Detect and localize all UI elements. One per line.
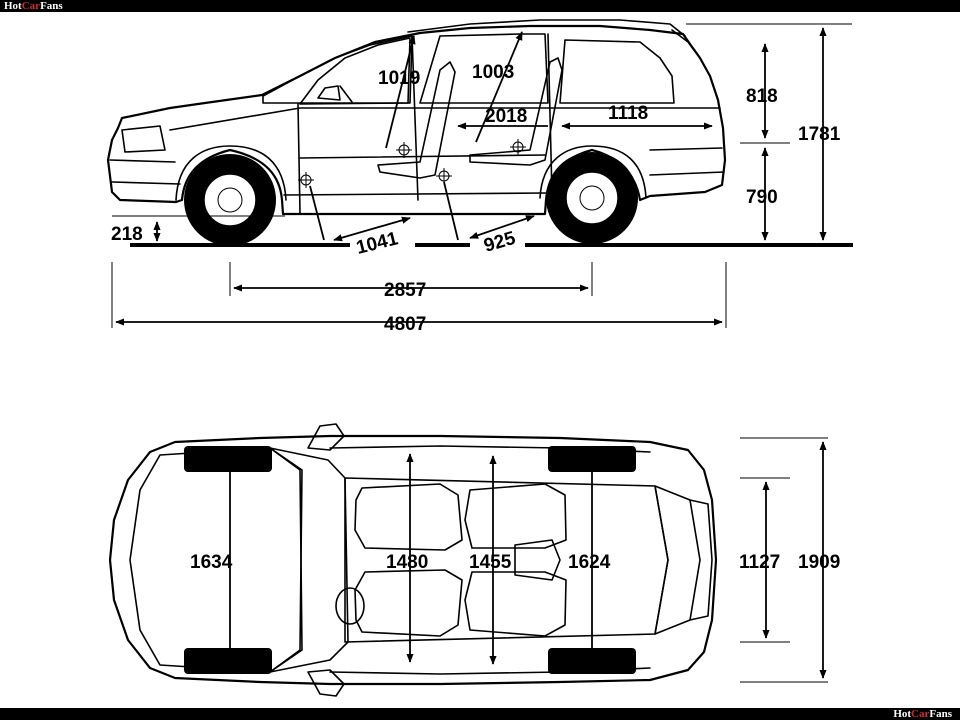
top-dimension-lines xyxy=(226,437,828,683)
legroom-front-arrow xyxy=(333,216,411,242)
brand-watermark-top: HotCarFans xyxy=(4,0,63,12)
dim-cargo-width: 1127 xyxy=(739,552,780,573)
headroom-front-arrow xyxy=(385,35,416,149)
seat-rear-center xyxy=(514,539,561,581)
brand-text-hot: Hot xyxy=(4,0,22,12)
dim-interior-length: 2018 xyxy=(485,106,527,127)
brand-text-car: Car xyxy=(911,708,930,720)
headlight xyxy=(121,125,166,153)
diagram-svg: 1019 1003 2018 1118 1041 925 218 2857 48… xyxy=(106,19,853,697)
side-dimension-lines xyxy=(111,23,852,328)
side-dimension-labels: 1019 1003 2018 1118 1041 925 218 2857 48… xyxy=(111,62,841,335)
seat-rear-left xyxy=(464,483,567,549)
reference-points xyxy=(298,139,526,188)
dim-overall-length: 4807 xyxy=(384,314,426,335)
top-windshield xyxy=(269,447,349,673)
legroom-rear-arrow xyxy=(469,215,535,239)
front-wheel-arch xyxy=(175,145,287,201)
dim-headroom-rear: 1003 xyxy=(472,62,514,83)
top-dimension-labels: 1634 1480 1455 1624 1127 1909 xyxy=(190,552,840,573)
dim-front-track: 1634 xyxy=(190,552,233,573)
windshield-window xyxy=(262,35,413,104)
b-pillar-line xyxy=(411,35,419,201)
rear-hub-center xyxy=(579,185,605,211)
dimension-diagram: 1019 1003 2018 1118 1041 925 218 2857 48… xyxy=(0,12,960,708)
rear-quarter-window xyxy=(559,39,675,104)
front-seat-side xyxy=(377,61,456,179)
headroom-rear-arrow xyxy=(475,31,523,143)
dim-rear-shoulder: 1455 xyxy=(469,552,512,573)
rear-bumper xyxy=(649,147,725,176)
side-view-car xyxy=(106,19,853,247)
dim-upper-height: 818 xyxy=(746,86,778,107)
dim-overall-width: 1909 xyxy=(798,552,840,573)
front-bumper xyxy=(109,159,181,185)
top-wheel-front-lower xyxy=(184,648,272,674)
front-side-window xyxy=(299,37,411,105)
legroom-rear-ref xyxy=(443,181,459,241)
steering-wheel-top xyxy=(335,587,365,625)
dim-ground-clearance: 218 xyxy=(111,224,143,245)
dim-cargo-length: 1118 xyxy=(608,103,648,124)
seat-front-left xyxy=(354,483,463,551)
door-trim-line xyxy=(299,154,546,159)
brand-text-fans: Fans xyxy=(40,0,63,12)
seat-front-right xyxy=(354,569,463,637)
top-rear-window xyxy=(654,485,701,635)
rocker-line xyxy=(283,192,547,196)
top-watermark-bar: HotCarFans xyxy=(0,0,960,12)
top-mirror-upper xyxy=(307,423,345,451)
dim-rear-track: 1624 xyxy=(568,552,611,573)
steering-wheel-side xyxy=(339,85,353,103)
dim-front-shoulder: 1480 xyxy=(386,552,428,573)
top-wheel-front-upper xyxy=(184,446,272,472)
dim-lower-height: 790 xyxy=(746,187,778,208)
roof-spoiler xyxy=(671,29,695,51)
rear-side-window xyxy=(419,33,549,104)
dim-overall-height: 1781 xyxy=(798,124,841,145)
roof-rail xyxy=(407,19,686,37)
top-mirror-lower xyxy=(307,669,345,697)
c-pillar-line xyxy=(547,33,553,196)
dim-headroom-front: 1019 xyxy=(378,68,420,89)
brand-text-car: Car xyxy=(21,0,41,12)
brand-text-fans: Fans xyxy=(929,708,952,720)
dim-wheelbase: 2857 xyxy=(384,280,426,301)
front-hub-side xyxy=(203,173,257,227)
rear-seat-side xyxy=(469,57,563,166)
rear-hub-side xyxy=(565,171,619,225)
brand-watermark-bottom: HotCarFans xyxy=(893,708,952,720)
legroom-front-ref xyxy=(309,185,325,241)
brand-text-hot: Hot xyxy=(893,708,912,720)
top-tailgate xyxy=(689,499,713,621)
waist-line xyxy=(169,107,721,131)
front-hub-center xyxy=(217,187,243,213)
top-body-outline xyxy=(108,434,718,686)
side-mirror xyxy=(317,85,341,101)
seat-rear-right xyxy=(464,571,567,637)
bottom-watermark-bar: HotCarFans xyxy=(0,708,960,720)
rear-wheel-arch xyxy=(539,145,647,199)
